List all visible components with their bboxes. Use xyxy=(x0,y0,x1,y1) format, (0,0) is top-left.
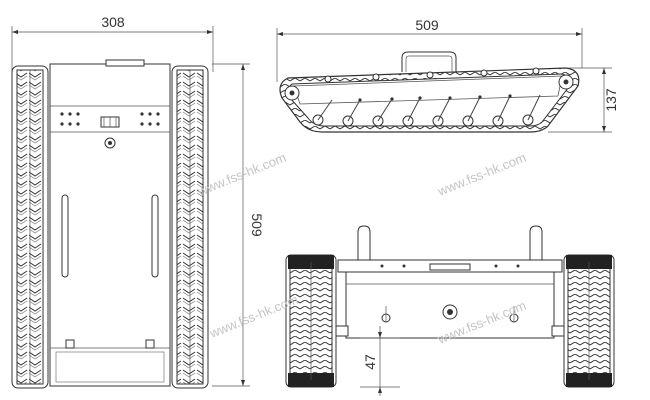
side-height-label: 137 xyxy=(603,88,619,112)
side-height-dimension: 137 xyxy=(548,67,619,133)
top-length-dimension: 509 xyxy=(212,63,265,387)
front-bolts xyxy=(381,306,519,323)
front-chassis xyxy=(335,259,565,339)
front-right-track xyxy=(563,254,615,388)
top-width-dimension: 308 xyxy=(11,14,214,72)
front-view: 47 xyxy=(285,225,615,396)
front-clearance-label: 47 xyxy=(362,354,378,370)
handle-icon xyxy=(401,51,457,72)
side-length-label: 509 xyxy=(415,17,439,33)
side-view: 509 xyxy=(276,17,619,133)
chassis-top xyxy=(49,59,171,387)
top-width-label: 308 xyxy=(101,14,125,30)
watermark-2: www.fss-hk.com xyxy=(435,150,529,199)
front-clearance-dimension: 47 xyxy=(360,326,400,396)
top-view: 308 xyxy=(11,14,265,389)
front-handles xyxy=(357,225,543,262)
front-left-track xyxy=(285,254,337,388)
right-track xyxy=(171,65,209,389)
left-track xyxy=(11,65,49,389)
top-length-label: 509 xyxy=(249,213,265,237)
watermark-1: www.fss-hk.com xyxy=(195,150,289,199)
side-length-dimension: 509 xyxy=(276,17,583,82)
